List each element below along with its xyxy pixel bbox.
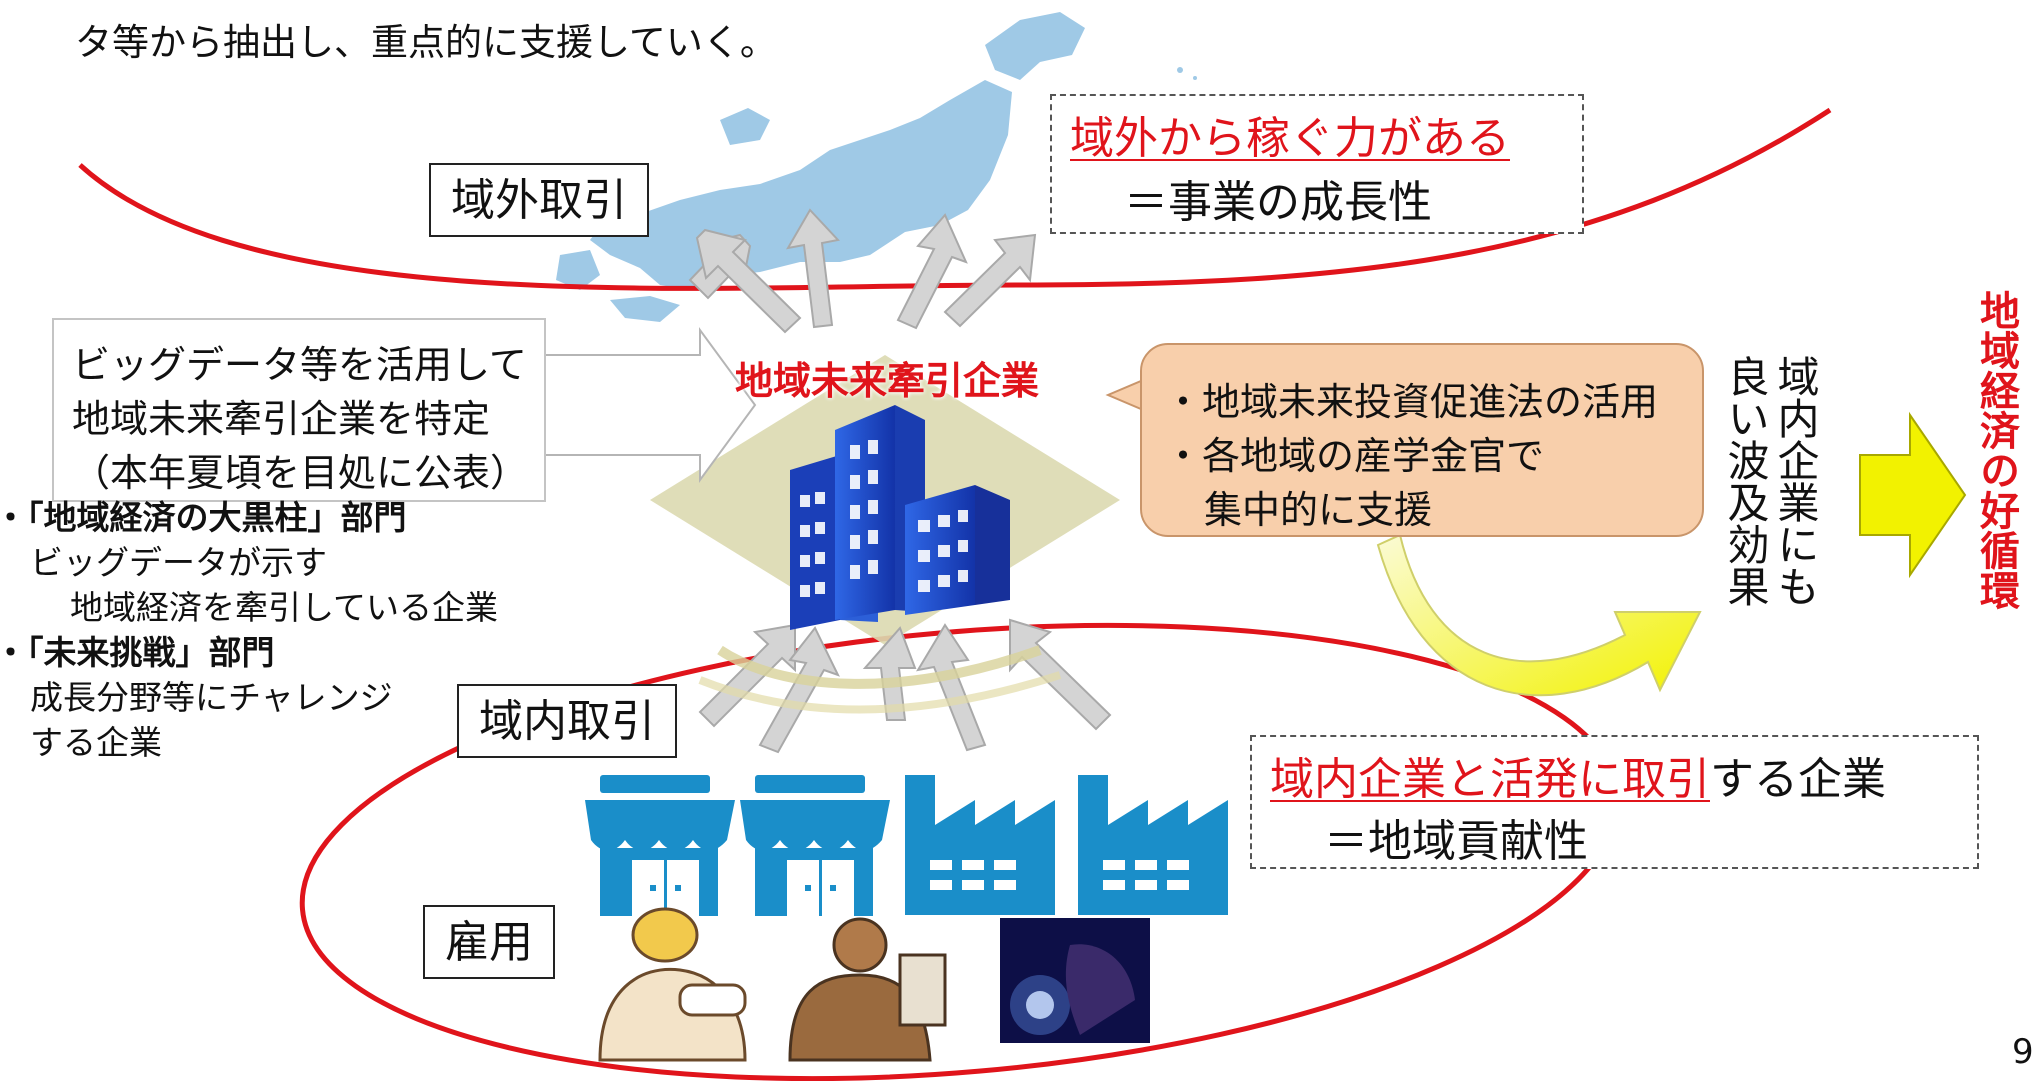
contribution-text: ＝地域貢献性 xyxy=(1324,816,1588,867)
upper-red-arc xyxy=(78,107,1832,291)
category-list: ・「地域経済の大黒柱」部門 ビッグデータが示す 地域経済を牽引している企業 ・「… xyxy=(0,495,498,765)
swoosh-decoration xyxy=(717,645,1042,689)
support-callout: ・地域未来投資促進法の活用 ・各地域の産学金官で 集中的に支援 xyxy=(1140,343,1704,537)
category-1-title: ・「地域経済の大黒柱」部門 xyxy=(0,498,407,537)
shop-icon-1 xyxy=(585,775,735,916)
bigdata-arrow xyxy=(541,326,757,484)
building-icon xyxy=(790,405,1010,630)
lower-gray-arrows xyxy=(698,618,1112,754)
japan-map xyxy=(556,12,1197,322)
inside-contribution-box: 域内企業と活発に取引する企業 ＝地域貢献性 xyxy=(1250,735,1979,869)
inside-contribution-red: 域内企業と活発に取引 xyxy=(1270,754,1710,805)
cycle-arrow xyxy=(1859,411,1967,579)
category-2-line2: する企業 xyxy=(30,723,162,762)
page-number: 9 xyxy=(2012,1032,2034,1072)
factory-icon-2 xyxy=(1078,775,1228,915)
ripple-text-col2: 良い波及効果 xyxy=(1721,355,1770,607)
category-1-line1: ビッグデータが示す xyxy=(30,543,327,582)
inside-contribution-rest: する企業 xyxy=(1710,754,1886,805)
center-company-label: 地域未来牽引企業 xyxy=(735,359,1040,403)
inside-trade-label: 域内取引 xyxy=(457,684,677,758)
employment-label: 雇用 xyxy=(423,905,555,979)
factory-icon-1 xyxy=(905,775,1055,915)
bigdata-line2: 地域未来牽引企業を特定 xyxy=(72,397,491,441)
engineer-illustration xyxy=(598,907,747,1062)
bigdata-line3: （本年夏頃を目処に公表） xyxy=(72,451,529,495)
shop-icon-2 xyxy=(740,775,890,916)
category-1-line2: 地域経済を牽引している企業 xyxy=(70,588,499,627)
bigdata-box: ビッグデータ等を活用して 地域未来牽引企業を特定 （本年夏頃を目処に公表） xyxy=(52,318,546,502)
support-line3: 集中的に支援 xyxy=(1204,488,1433,532)
ripple-text-col1: 域内企業にも xyxy=(1771,355,1820,607)
category-2-line1: 成長分野等にチャレンジ xyxy=(30,678,393,717)
ripple-curved-arrow xyxy=(1376,533,1702,697)
header-text: タ等から抽出し、重点的に支援していく。 xyxy=(75,21,777,64)
outside-earning-box: 域外から稼ぐ力がある ＝事業の成長性 xyxy=(1050,94,1584,234)
cycle-text: 地域経済の好循環 xyxy=(1973,290,2019,610)
inside-contribution-title: 域内企業と活発に取引する企業 xyxy=(1270,743,1886,807)
category-2-title: ・「未来挑戦」部門 xyxy=(0,633,275,672)
support-line1: ・地域未来投資促進法の活用 xyxy=(1164,380,1659,424)
growth-text: ＝事業の成長性 xyxy=(1124,177,1432,228)
outside-trade-label: 域外取引 xyxy=(429,163,649,237)
outside-earning-title: 域外から稼ぐ力がある xyxy=(1070,113,1510,164)
support-line2: ・各地域の産学金官で xyxy=(1164,434,1545,478)
welder-illustration xyxy=(1000,918,1150,1043)
bigdata-line1: ビッグデータ等を活用して xyxy=(72,343,527,387)
office-worker-illustration xyxy=(788,917,947,1062)
upper-gray-arrows xyxy=(688,208,1037,334)
